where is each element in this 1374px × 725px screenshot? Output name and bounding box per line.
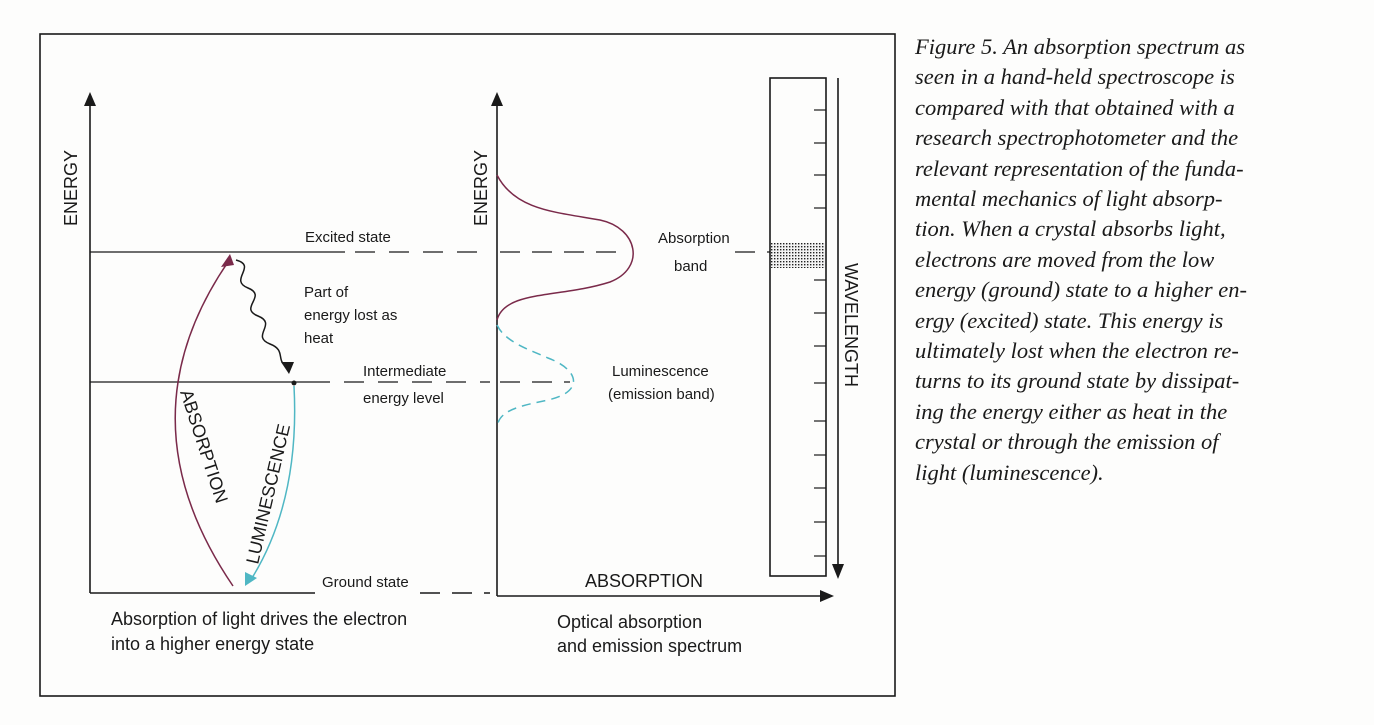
ground-state-label: Ground state bbox=[322, 574, 409, 591]
luminescence-arrowhead bbox=[245, 572, 257, 586]
wavelength-axis-arrowhead bbox=[832, 564, 844, 579]
left-panel-caption-line1: Absorption of light drives the electron bbox=[111, 609, 407, 629]
emission-band-label-line2: (emission band) bbox=[608, 386, 715, 403]
strip-tick-marks bbox=[814, 109, 826, 557]
caption-line: energy (ground) state to a higher en- bbox=[915, 277, 1248, 303]
absorption-band-label-line2: band bbox=[674, 258, 707, 275]
caption-line: crystal or through the emission of bbox=[915, 429, 1219, 455]
spectroscope-strip bbox=[769, 77, 827, 577]
emission-band-curve bbox=[496, 324, 575, 429]
absorption-arrow bbox=[174, 261, 234, 587]
caption-line: light (luminescence). bbox=[915, 459, 1104, 485]
heat-label-line2: energy lost as bbox=[304, 307, 397, 324]
absorption-axis-arrowhead bbox=[820, 590, 834, 602]
emission-band-label-line1: Luminescence bbox=[612, 363, 709, 380]
caption-line: seen in a hand-held spectroscope is bbox=[915, 64, 1235, 90]
absorption-band-stipple bbox=[771, 243, 825, 268]
absorption-arrowhead bbox=[221, 254, 234, 267]
caption-line: compared with that obtained with a bbox=[915, 94, 1235, 120]
intermediate-label-line1: Intermediate bbox=[363, 363, 446, 380]
caption-line: electrons are moved from the low bbox=[915, 246, 1215, 272]
wavelength-label: WAVELENGTH bbox=[841, 263, 861, 387]
heat-loss-wavy-arrow bbox=[235, 259, 287, 367]
energy-level-diagram: ENERGY Excited state Intermediate energy… bbox=[39, 33, 896, 697]
caption-line: turns to its ground state by dissipat- bbox=[915, 368, 1240, 394]
right-energy-axis-label: ENERGY bbox=[471, 150, 491, 226]
caption-line: Figure 5. An absorption spectrum as bbox=[915, 34, 1245, 59]
caption-line: relevant representation of the funda- bbox=[915, 155, 1244, 181]
caption-line: ultimately lost when the electron re- bbox=[915, 338, 1239, 364]
caption-line: mental mechanics of light absorp- bbox=[915, 186, 1223, 212]
caption-line: tion. When a crystal absorbs light, bbox=[915, 216, 1226, 242]
left-energy-axis-arrowhead bbox=[84, 92, 96, 106]
heat-label-line3: heat bbox=[304, 330, 334, 347]
absorption-band-label-line1: Absorption bbox=[658, 230, 730, 247]
absorption-band-curve bbox=[496, 174, 634, 321]
right-energy-axis-arrowhead bbox=[491, 92, 503, 106]
intermediate-label-line2: energy level bbox=[363, 390, 444, 407]
left-energy-axis-label: ENERGY bbox=[61, 150, 81, 226]
heat-label-line1: Part of bbox=[304, 284, 349, 301]
caption-line: ergy (excited) state. This energy is bbox=[915, 307, 1224, 333]
right-panel-caption-line2: and emission spectrum bbox=[557, 636, 742, 656]
figure-frame bbox=[39, 33, 896, 697]
luminescence-arrow bbox=[251, 385, 296, 579]
luminescence-start-dot bbox=[291, 380, 297, 386]
heat-loss-arrowhead bbox=[281, 362, 294, 374]
caption-line: ing the energy either as heat in the bbox=[915, 398, 1228, 424]
right-panel-caption-line1: Optical absorption bbox=[557, 612, 702, 632]
left-panel-caption-line2: into a higher energy state bbox=[111, 634, 314, 654]
caption-line: research spectrophotometer and the bbox=[915, 125, 1239, 151]
absorption-axis-label: ABSORPTION bbox=[585, 571, 703, 591]
figure-caption: Figure 5. An absorption spectrum as seen… bbox=[915, 32, 1360, 488]
excited-state-label: Excited state bbox=[305, 229, 391, 246]
